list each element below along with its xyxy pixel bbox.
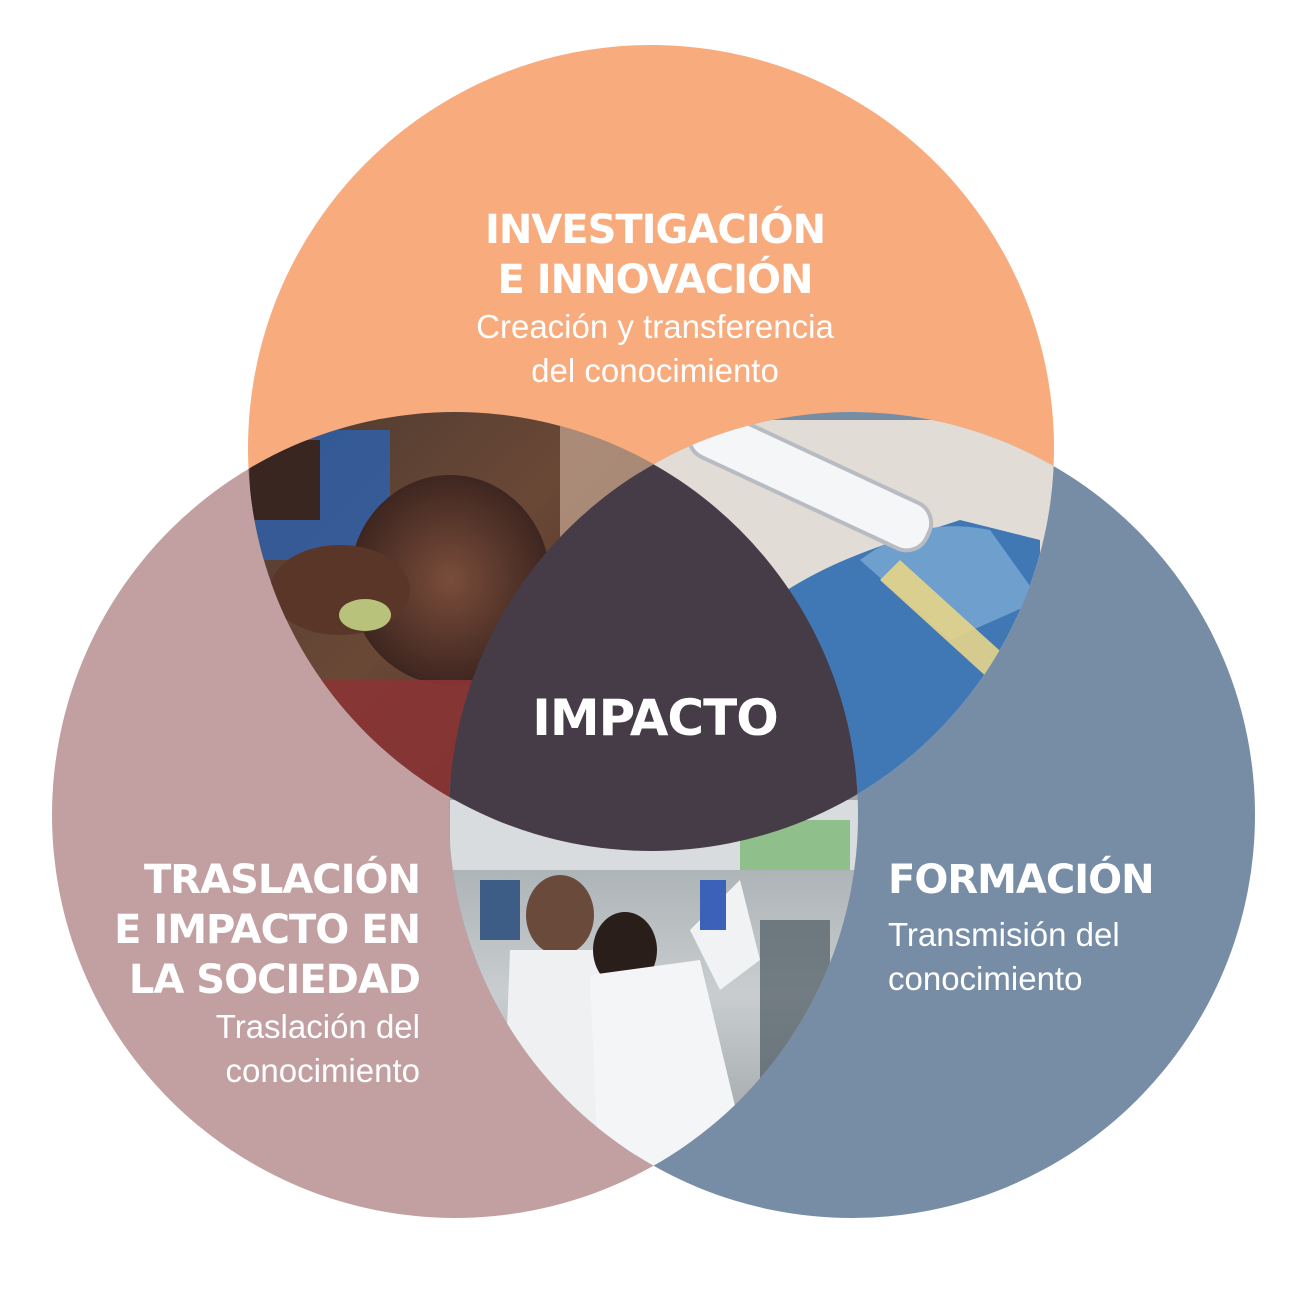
left-title-line-3: LA SOCIEDAD	[128, 957, 421, 1003]
right-title-line-1: FORMACIÓN	[888, 857, 1155, 903]
top-subtitle-line-1: Creación y transferencia	[476, 308, 834, 345]
top-circle-label: INVESTIGACIÓN E INNOVACIÓN Creación y tr…	[360, 205, 950, 393]
right-subtitle-line-1: Transmisión del	[888, 916, 1120, 953]
right-circle-label: FORMACIÓN Transmisión del conocimiento	[888, 855, 1218, 1001]
left-circle-label: TRASLACIÓN E IMPACTO EN LA SOCIEDAD Tras…	[80, 855, 421, 1093]
left-subtitle-line-2: conocimiento	[225, 1052, 420, 1089]
left-subtitle-line-1: Traslación del	[215, 1008, 420, 1045]
top-subtitle-line-2: del conocimiento	[531, 352, 779, 389]
top-title-line-2: E INNOVACIÓN	[497, 257, 814, 303]
top-title-line-1: INVESTIGACIÓN	[484, 207, 826, 253]
left-title-line-2: E IMPACTO EN	[114, 907, 421, 953]
right-subtitle-line-2: conocimiento	[888, 960, 1083, 997]
center-impact-label: IMPACTO	[532, 689, 778, 747]
left-title-line-1: TRASLACIÓN	[143, 857, 421, 903]
